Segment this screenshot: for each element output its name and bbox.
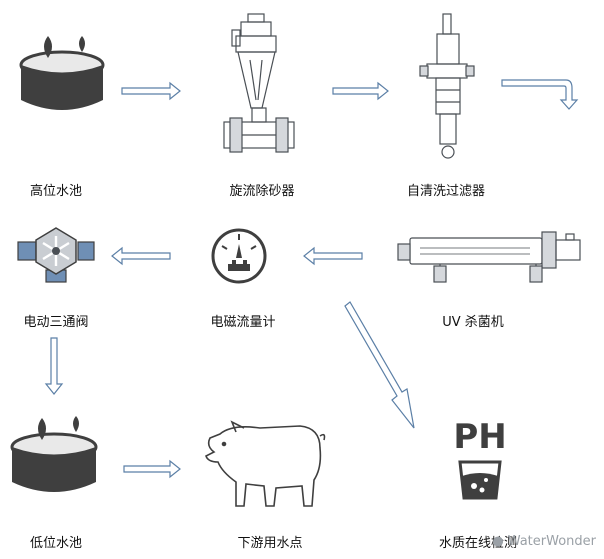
wechat-icon: ●: [492, 534, 504, 549]
low-tank-icon: [10, 416, 98, 492]
cyclone-desander-icon: [223, 13, 295, 153]
flow-meter-icon: [211, 228, 267, 284]
watermark-text: WaterWonder: [507, 534, 596, 549]
arrow-uv-to-flow-meter: [303, 246, 363, 266]
label-uv-sterilizer: UV 杀菌机: [442, 315, 504, 330]
label-high-tank: 高位水池: [29, 184, 83, 199]
arrow-filter-down-right: [501, 79, 579, 110]
ph-sensor-icon: PH: [453, 417, 507, 500]
label-low-tank: 低位水池: [29, 536, 83, 551]
uv-sterilizer-icon: [397, 231, 581, 283]
high-tank-icon: [19, 36, 105, 110]
watermark: ● WaterWonder: [492, 534, 596, 549]
pig-icon: [205, 420, 326, 507]
label-three-way-valve: 电动三通阀: [23, 315, 89, 330]
label-cyclone: 旋流除砂器: [229, 184, 295, 199]
label-water-quality: 水质在线检测: [438, 536, 518, 551]
arrow-valve-to-low-tank: [44, 337, 64, 395]
arrow-high-tank-to-cyclone: [121, 81, 181, 101]
three-way-valve-icon: [17, 227, 95, 283]
arrow-flow-meter-to-quality: [344, 301, 415, 429]
label-flow-meter: 电磁流量计: [210, 315, 276, 330]
arrow-flow-meter-to-valve: [111, 246, 171, 266]
flow-arrows: [44, 79, 579, 479]
label-self-clean-filter: 自清洗过滤器: [406, 184, 486, 199]
self-cleaning-filter-icon: [419, 13, 475, 159]
label-pig-point: 下游用水点: [237, 536, 303, 551]
arrow-cyclone-to-filter: [332, 81, 389, 101]
arrow-low-tank-to-pig: [123, 459, 181, 479]
ph-text: PH: [453, 417, 506, 457]
